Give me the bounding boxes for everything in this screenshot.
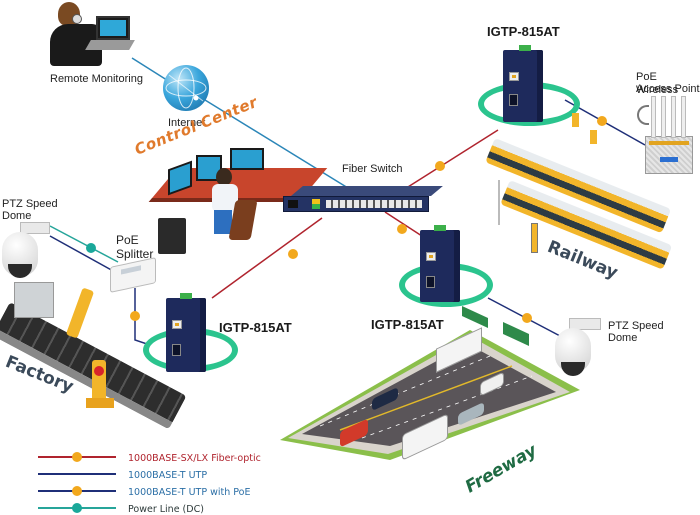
internet-label: Internet xyxy=(168,117,206,129)
factory-dome-label-line1: PTZ Speed xyxy=(2,198,58,210)
signal-post xyxy=(531,223,538,253)
poe-badge xyxy=(522,313,532,323)
converter-mid-label: IGTP-815AT xyxy=(371,317,444,332)
poe-splitter-label-line2: Splitter xyxy=(116,247,154,261)
sfp-port-icon xyxy=(426,276,435,288)
ap-antenna xyxy=(681,96,686,138)
sfp-port-icon xyxy=(172,344,181,356)
rj45-port-icon xyxy=(426,252,436,261)
laptop-icon xyxy=(96,16,130,40)
internet-link-remote xyxy=(131,57,171,83)
legend-label-utp-poe: 1000BASE-T UTP with PoE xyxy=(128,487,251,498)
converter-left-device[interactable] xyxy=(166,293,206,372)
fiber-badge-icon xyxy=(72,452,82,462)
robot-joint xyxy=(94,366,104,376)
legend-label-dc: Power Line (DC) xyxy=(128,504,204,515)
ap-antenna xyxy=(671,96,676,138)
poe-badge xyxy=(130,311,140,321)
sfp-port-icon xyxy=(509,94,518,106)
converter-left-label: IGTP-815AT xyxy=(219,320,292,335)
conveyor-housing xyxy=(14,282,54,318)
headset-icon xyxy=(72,14,82,24)
fiber-switch-device[interactable] xyxy=(283,186,443,216)
remote-operator-illustration xyxy=(48,2,138,68)
catenary-pole xyxy=(498,180,500,225)
fiber-link-top xyxy=(399,129,499,193)
ap-antenna xyxy=(651,96,656,138)
laptop-keyboard xyxy=(85,40,135,50)
wireless-ap-device[interactable] xyxy=(645,136,693,174)
trackside-box xyxy=(590,130,597,144)
dc-link-factory-dome xyxy=(49,225,119,263)
trackside-box xyxy=(572,113,579,127)
poe-wireless-ap-label-line2: Access Point xyxy=(636,83,700,95)
fiber-badge xyxy=(435,161,445,171)
converter-top-device[interactable] xyxy=(503,45,543,122)
remote-monitoring-label: Remote Monitoring xyxy=(50,73,143,85)
converter-top-label: IGTP-815AT xyxy=(487,24,560,39)
converter-mid-device[interactable] xyxy=(420,225,460,302)
dc-badge-icon xyxy=(72,503,82,513)
freeway-dome-label-line2: Dome xyxy=(608,332,638,344)
dc-badge xyxy=(86,243,96,253)
utp-link-factory-dome xyxy=(49,235,116,273)
factory-dome-label-line2: Dome xyxy=(2,210,32,222)
rj45-port-icon xyxy=(172,320,182,329)
fiber-badge xyxy=(397,224,407,234)
ptz-dome-camera-factory[interactable] xyxy=(2,222,50,282)
pc-tower-icon xyxy=(158,218,186,254)
ptz-dome-camera-freeway[interactable] xyxy=(555,318,603,380)
rj45-port-icon xyxy=(509,72,519,81)
poe-badge xyxy=(597,116,607,126)
globe-icon xyxy=(163,65,209,111)
poe-splitter-label-line1: PoE xyxy=(116,233,139,247)
monitor-icon xyxy=(230,148,264,170)
wireless-signal-icon xyxy=(637,105,649,125)
ap-antenna xyxy=(661,96,666,138)
freeway-dome-label-line1: PTZ Speed xyxy=(608,320,664,332)
internet-link-switch xyxy=(204,99,349,189)
legend-label-fiber: 1000BASE-SX/LX Fiber-optic xyxy=(128,453,261,464)
fiber-link-left xyxy=(211,217,323,299)
fiber-badge xyxy=(288,249,298,259)
fiber-switch-label: Fiber Switch xyxy=(342,163,403,175)
robot-base xyxy=(86,398,114,408)
poe-wireless-ap-label-line1: PoE Wireless xyxy=(636,71,679,96)
legend-label-utp: 1000BASE-T UTP xyxy=(128,470,208,481)
poe-badge-icon xyxy=(72,486,82,496)
